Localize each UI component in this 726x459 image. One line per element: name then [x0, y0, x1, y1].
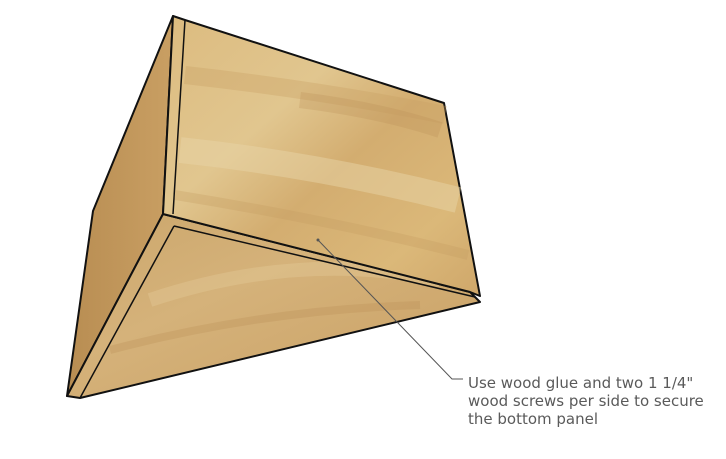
- annotation-leader-line: [317, 239, 463, 380]
- annotation-text: Use wood glue and two 1 1/4" wood screws…: [468, 374, 718, 428]
- annotation-line-1: Use wood glue and two 1 1/4": [468, 374, 694, 392]
- annotation-line-2: wood screws per side to secure: [468, 392, 704, 410]
- annotation-line-3: the bottom panel: [468, 410, 599, 428]
